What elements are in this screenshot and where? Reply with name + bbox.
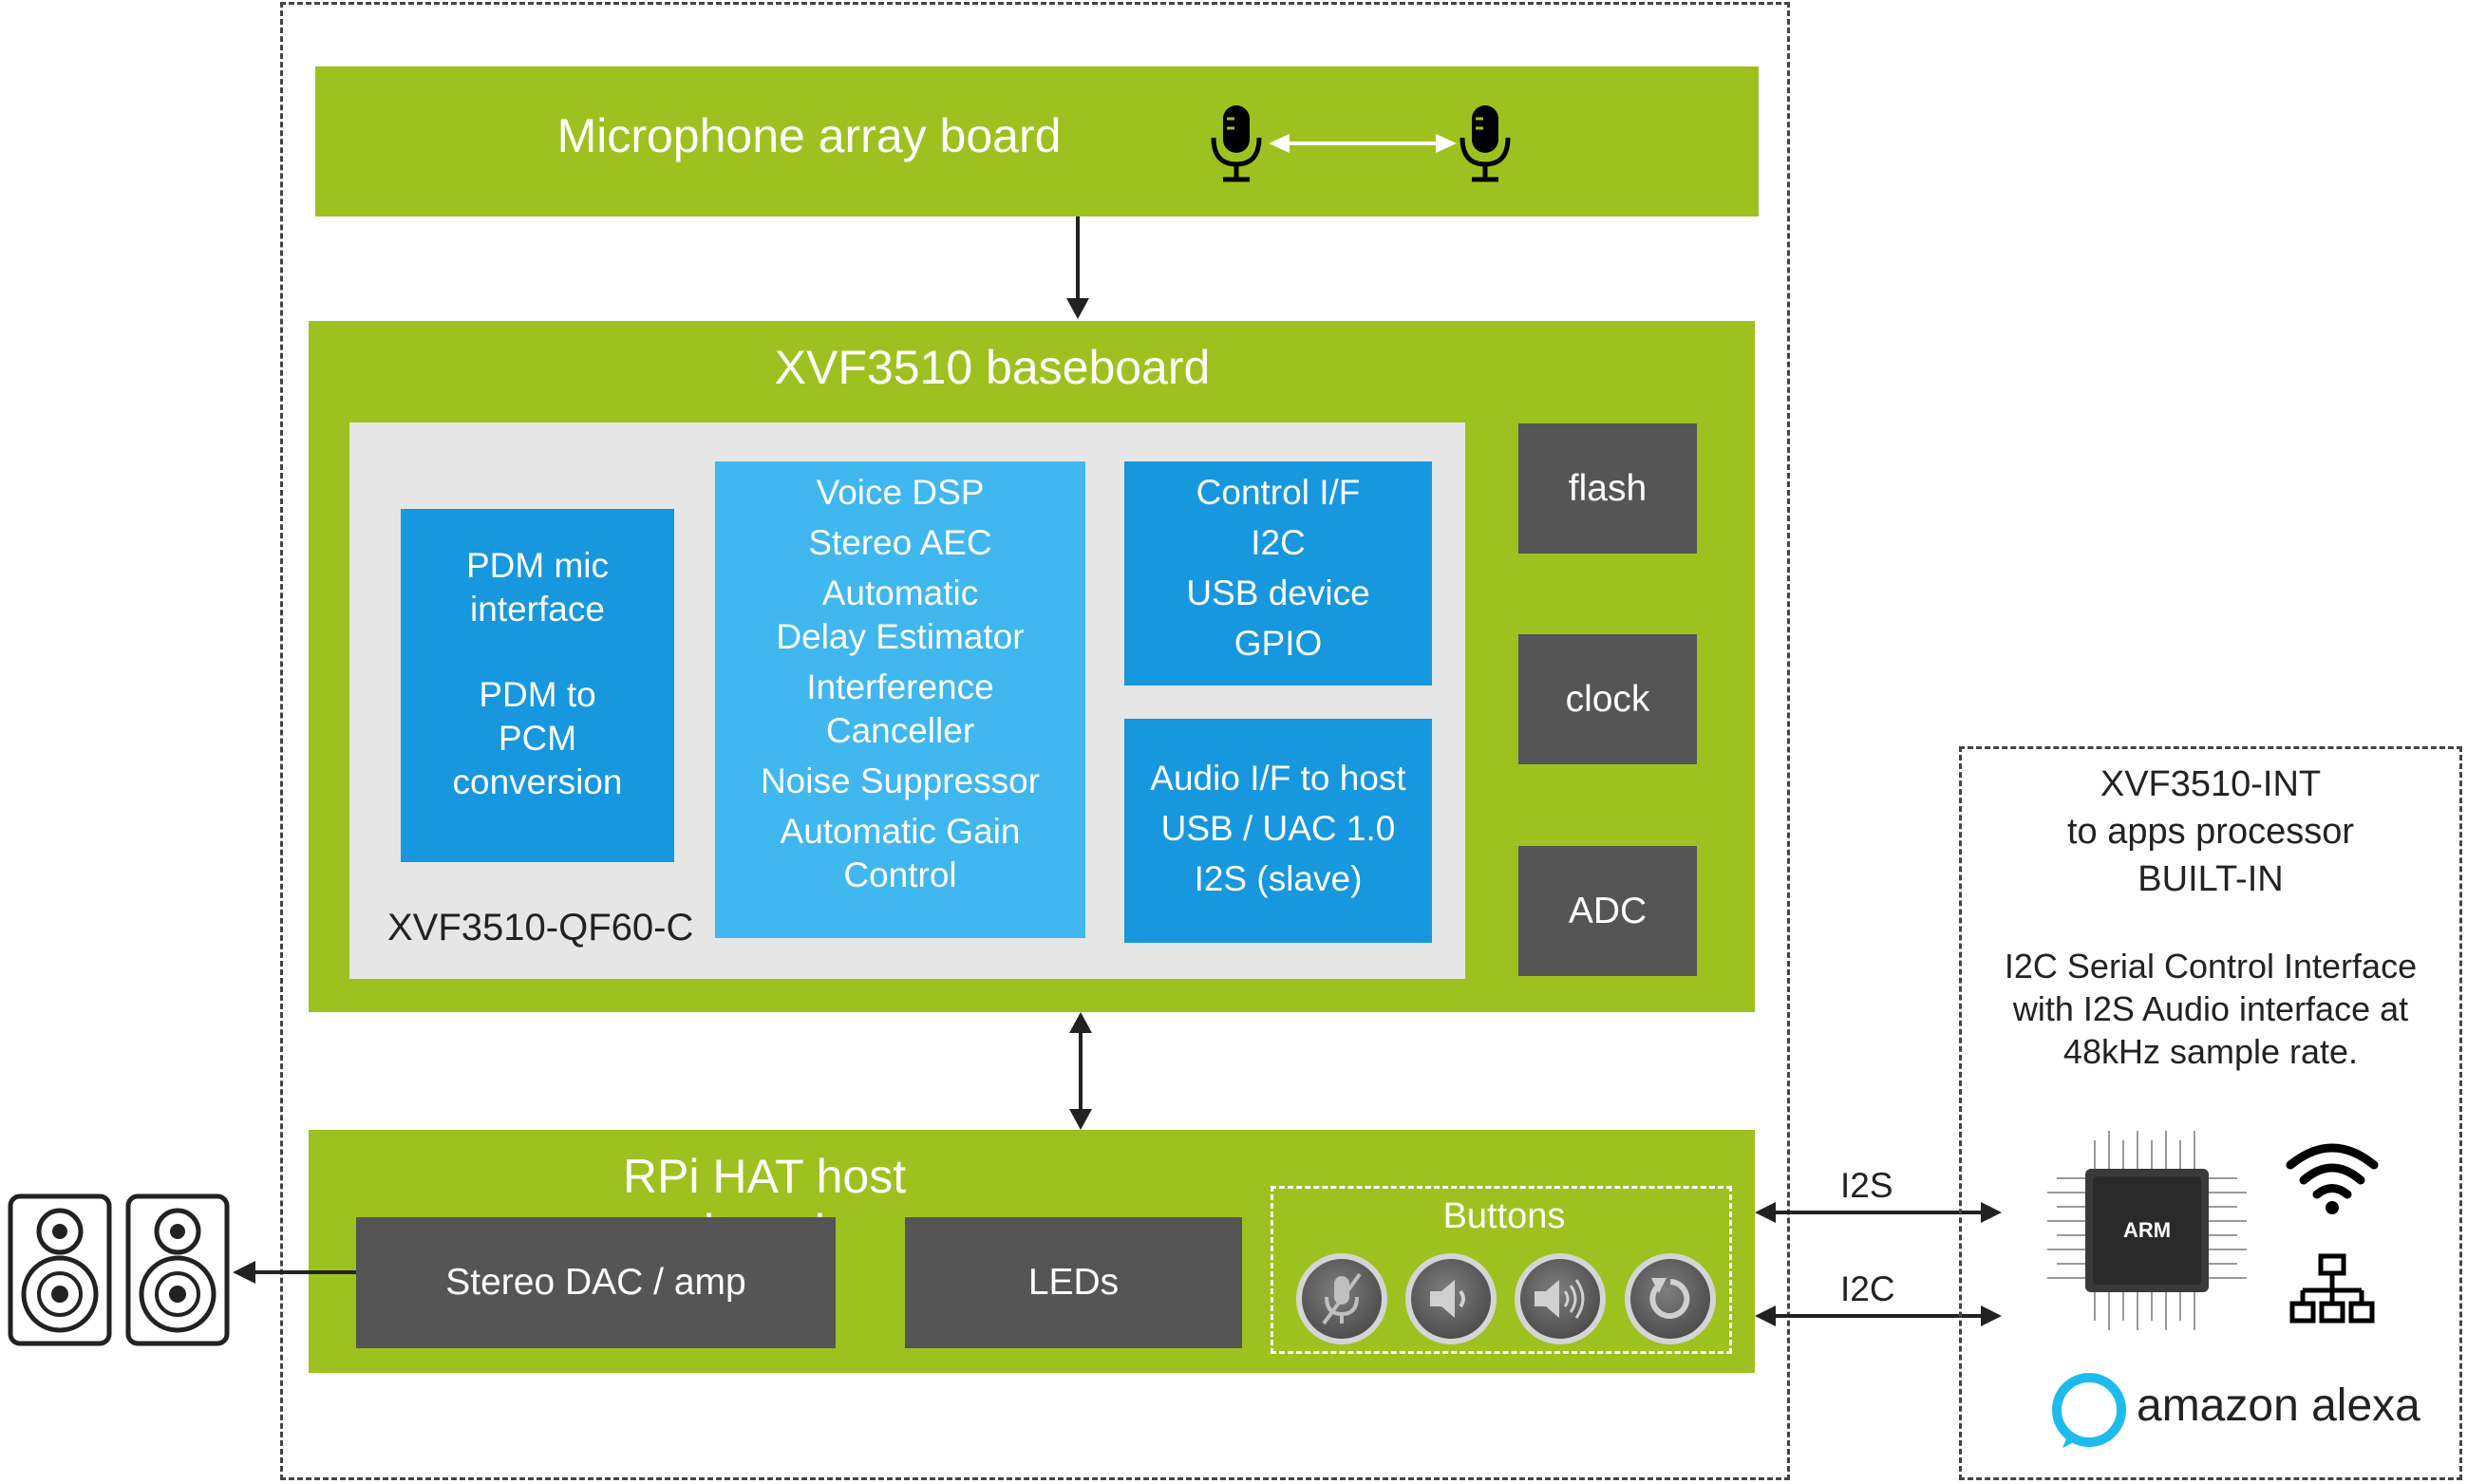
arrow-mic-to-baseboard [1066,216,1089,319]
adc-block: ADC [1518,846,1697,976]
audio-line: I2S (slave) [1194,859,1363,898]
alexa-label: amazon alexa [2137,1381,2420,1431]
dsp-line: Automatic Gain [780,812,1021,851]
int-description-line: with I2S Audio interface at [2012,989,2409,1028]
control-line: I2C [1251,523,1306,562]
pdm-line: interface [470,590,605,629]
speaker-left-icon [8,1193,112,1346]
control-line: Control I/F [1196,473,1361,512]
int-panel: XVF3510-INT to apps processor BUILT-IN I… [1959,746,2462,1480]
baseboard-title: XVF3510 baseboard [774,341,1211,394]
pdm-block: PDM mic interface PDM to PCM conversion [401,509,674,862]
double-arrow-icon [1269,134,1457,153]
volume-up-button[interactable] [1515,1253,1606,1344]
reset-button[interactable] [1625,1253,1716,1344]
chip-label: XVF3510-QF60-C [387,907,694,949]
flash-label: flash [1568,467,1648,509]
arrow-baseboard-host [1069,1012,1092,1130]
speakers-icon [8,1193,230,1346]
clock-block: clock [1518,634,1697,764]
leds-label: LEDs [1027,1262,1120,1303]
stereo-dac-label: Stereo DAC / amp [445,1262,746,1303]
control-interface-block: Control I/F I2C USB device GPIO [1124,461,1432,686]
int-description-line: 48kHz sample rate. [2062,1032,2359,1071]
dsp-line: Control [843,855,957,894]
mic-mute-icon [1322,1272,1362,1325]
audio-line: USB / UAC 1.0 [1160,809,1396,848]
microphone-left-icon [1211,105,1262,182]
mic-board-title: Microphone array board [556,109,1062,162]
dsp-line: Voice DSP [816,473,985,512]
flash-block: flash [1518,423,1697,554]
microphone-right-icon [1459,105,1511,182]
reset-icon [1649,1278,1690,1319]
arrow-to-speakers [233,1261,356,1284]
int-heading-line: XVF3510-INT [2100,764,2322,804]
adc-label: ADC [1568,890,1648,931]
rpi-hat-host-board: RPi HAT host board Stereo DAC / amp LEDs… [309,1130,1755,1373]
int-description-line: I2C Serial Control Interface [2004,947,2418,986]
dsp-line: Canceller [825,711,975,750]
stereo-dac-block: Stereo DAC / amp [356,1217,836,1348]
volume-up-icon [1535,1279,1585,1319]
pdm-line: PDM to [479,675,596,714]
i2c-link-arrow [1755,1306,2002,1326]
arm-chip-label: ARM [2123,1218,2171,1242]
buttons-panel: Buttons [1271,1186,1732,1354]
i2s-link-arrow [1755,1202,2002,1223]
i2s-link-label: I2S [1840,1166,1893,1205]
control-line: USB device [1186,573,1370,612]
audio-line: Audio I/F to host [1150,759,1406,798]
int-heading-line: BUILT-IN [2137,859,2284,899]
dsp-line: Automatic [821,573,979,612]
xvf3510-baseboard: XVF3510 baseboard XVF3510-QF60-C PDM mic… [309,321,1755,1012]
clock-label: clock [1565,678,1650,720]
volume-down-button[interactable] [1405,1253,1497,1344]
int-heading-line: to apps processor [2066,812,2355,852]
dsp-line: Stereo AEC [808,523,992,562]
network-icon [2289,1253,2375,1324]
mic-mute-button[interactable] [1296,1253,1387,1344]
int-heading: XVF3510-INT to apps processor BUILT-IN [1962,761,2459,903]
pdm-line: PDM mic [465,546,610,585]
leds-block: LEDs [905,1217,1242,1348]
pdm-line: PCM [498,719,577,758]
dsp-line: Noise Suppressor [760,761,1041,800]
microphone-array-board: Microphone array board [315,66,1759,216]
int-description: I2C Serial Control Interface with I2S Au… [1962,945,2459,1073]
i2c-link-label: I2C [1840,1269,1895,1308]
alexa-logo-icon [2052,1373,2126,1448]
pdm-line: conversion [452,762,623,801]
system-boundary [280,2,1790,1480]
volume-down-icon [1430,1280,1465,1318]
mic-array-icons [1211,105,1511,182]
dsp-line: Interference [806,667,994,706]
audio-interface-block: Audio I/F to host USB / UAC 1.0 I2S (sla… [1124,719,1432,943]
dsp-line: Delay Estimator [776,617,1025,656]
wifi-icon [2286,1143,2379,1214]
speaker-right-icon [125,1193,230,1346]
control-line: GPIO [1234,624,1323,663]
voice-dsp-block: Voice DSP Stereo AEC Automatic Delay Est… [715,461,1085,938]
buttons-label: Buttons [1442,1196,1566,1236]
arm-chip-icon: ARM [2047,1131,2247,1330]
